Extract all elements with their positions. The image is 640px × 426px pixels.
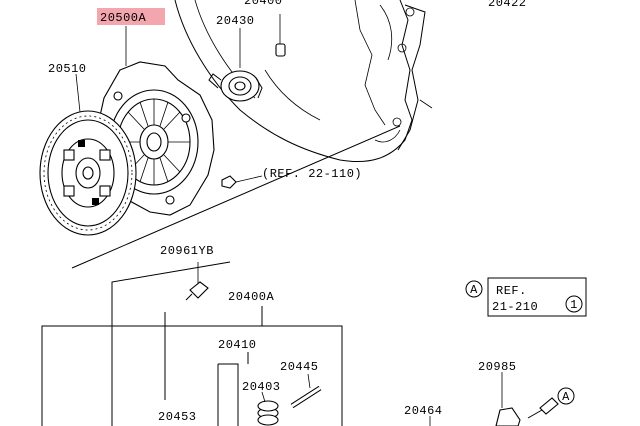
label-ref-22-110[interactable]: (REF. 22-110): [262, 167, 362, 181]
label-20400A[interactable]: 20400A: [228, 290, 275, 304]
pin-20445: [290, 373, 322, 409]
label-20464[interactable]: 20464: [404, 404, 443, 418]
circle-a-right: A: [557, 387, 575, 405]
label-20400-top[interactable]: 20400: [244, 0, 283, 8]
label-20453[interactable]: 20453: [158, 410, 197, 424]
sleeve-20430: [275, 14, 286, 57]
spring-20403: [257, 391, 279, 426]
label-20410[interactable]: 20410: [218, 338, 257, 352]
transmission-housing: [174, 0, 433, 163]
label-20422[interactable]: 20422: [488, 0, 527, 10]
label-20510[interactable]: 20510: [48, 62, 87, 76]
ref-box-line1[interactable]: REF.: [496, 284, 527, 298]
bracket-lines: [41, 261, 343, 426]
label-20500A[interactable]: 20500A: [100, 11, 147, 25]
bolt-ref: [221, 175, 263, 189]
label-20403[interactable]: 20403: [242, 380, 281, 394]
circle-a-right-text: A: [562, 390, 570, 404]
clutch-disc: [39, 110, 137, 236]
highlight-20500A: [97, 8, 165, 25]
ref-box-num: 1: [570, 298, 578, 312]
ref-box-21-210: [487, 277, 587, 317]
label-20430[interactable]: 20430: [216, 14, 255, 28]
part-20985: [495, 372, 559, 426]
ref-box-line2[interactable]: 21-210: [492, 300, 538, 314]
label-20445[interactable]: 20445: [280, 360, 319, 374]
release-bearing: [208, 70, 263, 102]
label-20961YB[interactable]: 20961YB: [160, 244, 214, 258]
label-20985[interactable]: 20985: [478, 360, 517, 374]
circle-a-left: A: [465, 280, 483, 298]
circle-a-left-text: A: [470, 283, 478, 297]
bolt-20961YB: [185, 262, 209, 301]
